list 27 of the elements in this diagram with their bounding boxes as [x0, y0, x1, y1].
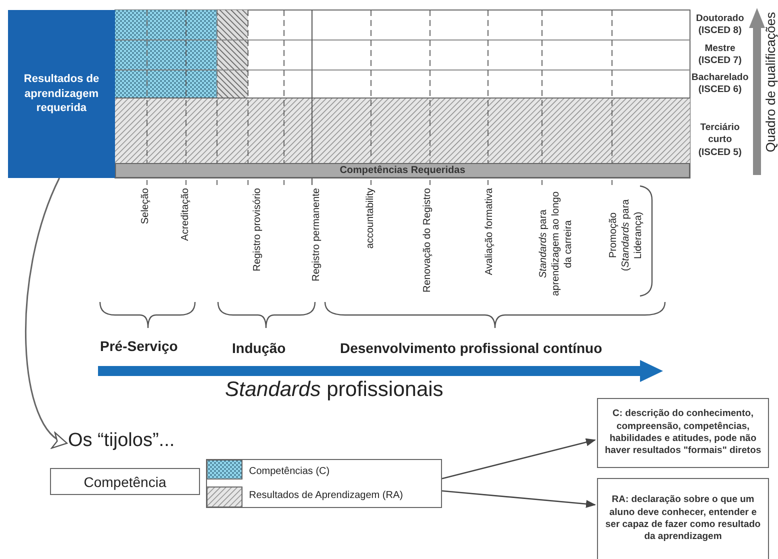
arrow: [442, 438, 596, 480]
column-label: Renovação do Registro: [422, 188, 434, 293]
phase-label: Desenvolvimento profissional contínuo: [340, 340, 602, 356]
category-box: Resultados de aprendizagem requerida: [8, 10, 115, 178]
arrow: [442, 490, 596, 508]
column-label: Seleção: [140, 188, 152, 224]
definition-box: RA: declaração sobre o que um aluno deve conhecer, entender e ser capaz de fazer como resultado da aprendizagem: [597, 478, 769, 559]
level-label: Terciário curto (ISCED 5): [697, 122, 743, 160]
legend-box: [206, 459, 442, 508]
level-label: Doutorado (ISCED 8): [694, 13, 746, 38]
column-label: accountability: [365, 188, 377, 249]
column-label: Registro provisório: [252, 188, 264, 272]
definition-box: C: descrição do conhecimento, compreensão, competências, habilidades e atitudes, pode não haver resultados "formais" diretos: [597, 398, 769, 468]
band: Competências Requeridas: [115, 163, 690, 178]
column-label: Acreditação: [180, 188, 192, 241]
phase-label: Indução: [232, 340, 286, 356]
level-label: Mestre (ISCED 7): [697, 43, 743, 68]
legend-text: Competências (C): [249, 466, 331, 478]
concept-box: Competência: [50, 468, 200, 495]
column-label: Registro permanente: [311, 188, 323, 282]
phase-label: Pré-Serviço: [100, 338, 178, 354]
heading-text: Os “tijolos”...: [68, 430, 198, 456]
legend-text: Resultados de Aprendizagem (RA): [249, 490, 404, 501]
level-label: Bacharelado (ISCED 6): [690, 72, 750, 97]
timeline-label: Standards profissionais: [225, 378, 444, 402]
column-label: Avaliação formativa: [484, 188, 496, 276]
axis-title: Quadro de qualificações: [763, 12, 778, 152]
